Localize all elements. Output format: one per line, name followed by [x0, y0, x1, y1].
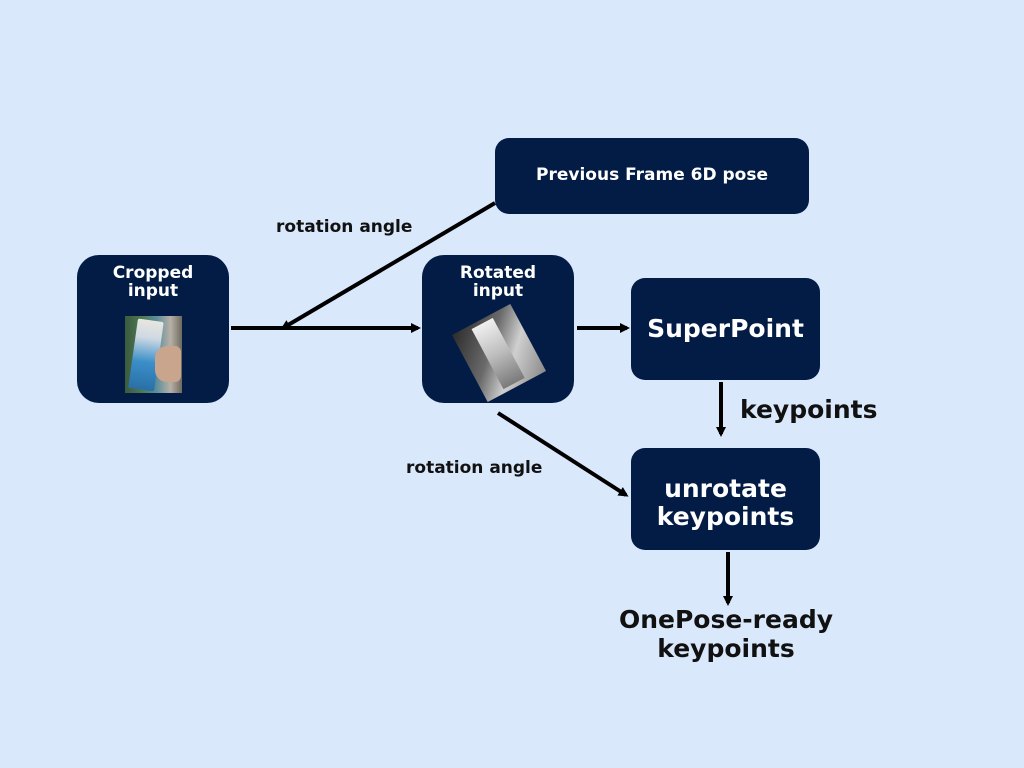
- rotated-input-node: Rotated input: [422, 255, 574, 403]
- unrotate-line1: unrotate: [664, 474, 787, 503]
- previous-frame-pose-node: Previous Frame 6D pose: [495, 138, 809, 214]
- superpoint-label: SuperPoint: [647, 314, 804, 343]
- output-line2: keypoints: [657, 633, 795, 663]
- rotation-angle-label-top: rotation angle: [276, 217, 413, 237]
- cropped-input-node: Cropped input: [77, 255, 229, 403]
- rotation-angle-label-bottom: rotation angle: [406, 458, 543, 478]
- superpoint-node: SuperPoint: [631, 278, 820, 380]
- onepose-ready-keypoints-output: OnePose-ready keypoints: [612, 605, 840, 664]
- cropped-input-title: Cropped input: [77, 263, 229, 301]
- rotated-input-line1: Rotated: [459, 263, 537, 283]
- previous-frame-pose-label: Previous Frame 6D pose: [536, 165, 768, 185]
- output-line1: OnePose-ready: [618, 605, 834, 634]
- unrotate-keypoints-node: unrotate keypoints: [631, 448, 820, 550]
- arrow-prev-to-cropped-edge: [280, 201, 497, 330]
- unrotate-line2: keypoints: [656, 501, 795, 531]
- unrotate-keypoints-title: unrotate keypoints: [631, 475, 820, 530]
- rotated-input-line2: input: [472, 280, 524, 301]
- rotated-carton-shape: [471, 317, 525, 390]
- cropped-input-image: [125, 316, 182, 393]
- rotated-input-image: [452, 303, 546, 403]
- arrow-rotated-to-unrotate: [496, 411, 629, 497]
- rotated-input-title: Rotated input: [422, 263, 574, 301]
- cropped-input-line2: input: [127, 280, 179, 301]
- cropped-input-line1: Cropped: [112, 263, 194, 283]
- keypoints-edge-label: keypoints: [740, 395, 878, 424]
- hand-shape: [155, 346, 181, 382]
